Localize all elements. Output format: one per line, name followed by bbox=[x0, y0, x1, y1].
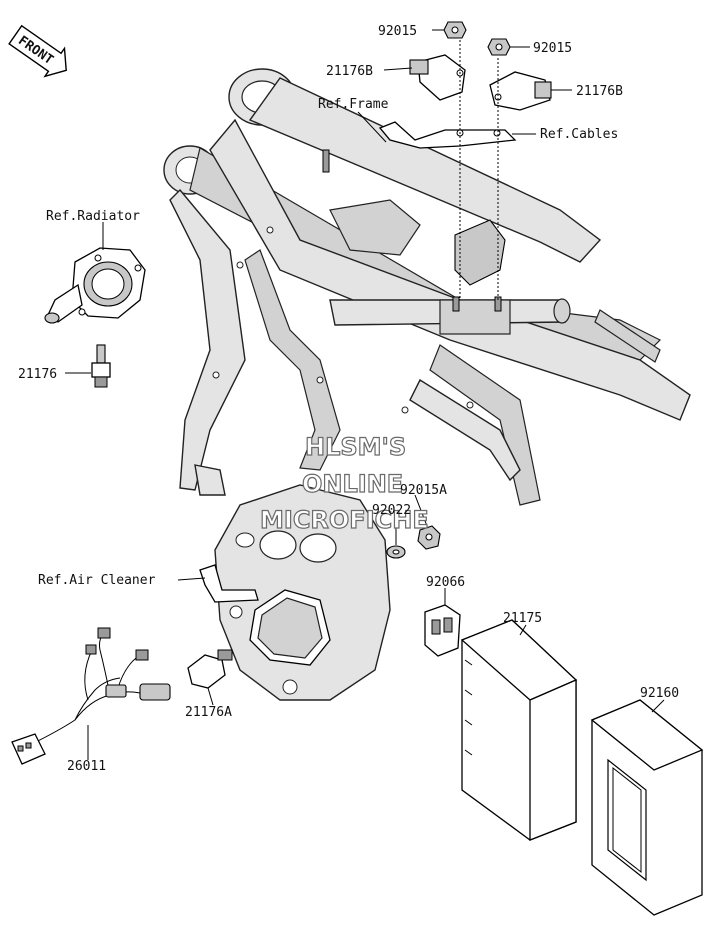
watermark-line-1: HLSM'S bbox=[305, 433, 406, 461]
label-92015-left: 92015 bbox=[378, 24, 417, 39]
watermark-line-3: MICROFICHE bbox=[260, 506, 429, 534]
nut-92015-left bbox=[443, 21, 467, 39]
watermark-line-2: ONLINE bbox=[302, 470, 403, 498]
ecu-cover-92160 bbox=[590, 699, 704, 916]
label-21176b-right: 21176B bbox=[576, 84, 623, 99]
leader-lines bbox=[65, 29, 665, 760]
label-21176: 21176 bbox=[18, 367, 57, 382]
part-labels: 92015 92015 21176B 21176B Ref.Frame Ref.… bbox=[18, 24, 679, 774]
radiator-thermostat-housing bbox=[44, 247, 146, 324]
rubber-damper bbox=[454, 219, 506, 286]
label-21176a: 21176A bbox=[185, 705, 232, 720]
watermark: HLSM'S ONLINE MICROFICHE bbox=[259, 432, 429, 534]
motorcycle-frame bbox=[163, 68, 691, 506]
label-92066: 92066 bbox=[426, 575, 465, 590]
washer-92022 bbox=[386, 545, 406, 559]
cable-bracket bbox=[378, 121, 517, 149]
label-92015a: 92015A bbox=[400, 483, 447, 498]
label-21175: 21175 bbox=[503, 611, 542, 626]
label-21176b-left: 21176B bbox=[326, 64, 373, 79]
label-92160: 92160 bbox=[640, 686, 679, 701]
wiring-harness-26011 bbox=[11, 627, 171, 765]
sensor-21176b-left bbox=[409, 54, 466, 101]
front-arrow-badge: FRONT bbox=[8, 24, 67, 78]
label-92015-right: 92015 bbox=[533, 41, 572, 56]
label-92022: 92022 bbox=[372, 503, 411, 518]
sensor-21176b-right bbox=[489, 71, 552, 111]
label-ref-air-cleaner: Ref.Air Cleaner bbox=[38, 573, 156, 588]
pressure-sensor-21176a bbox=[187, 649, 233, 689]
ecu-21175 bbox=[460, 619, 578, 841]
nut-92015a bbox=[417, 525, 441, 550]
label-ref-cables: Ref.Cables bbox=[540, 127, 618, 142]
connector-92066 bbox=[424, 604, 461, 657]
nut-92015-right bbox=[487, 38, 511, 56]
air-cleaner-base-plate bbox=[199, 484, 391, 701]
temperature-sensor-21176 bbox=[91, 344, 111, 388]
label-ref-frame: Ref.Frame bbox=[318, 97, 389, 112]
label-ref-radiator: Ref.Radiator bbox=[46, 209, 140, 224]
label-26011: 26011 bbox=[67, 759, 106, 774]
